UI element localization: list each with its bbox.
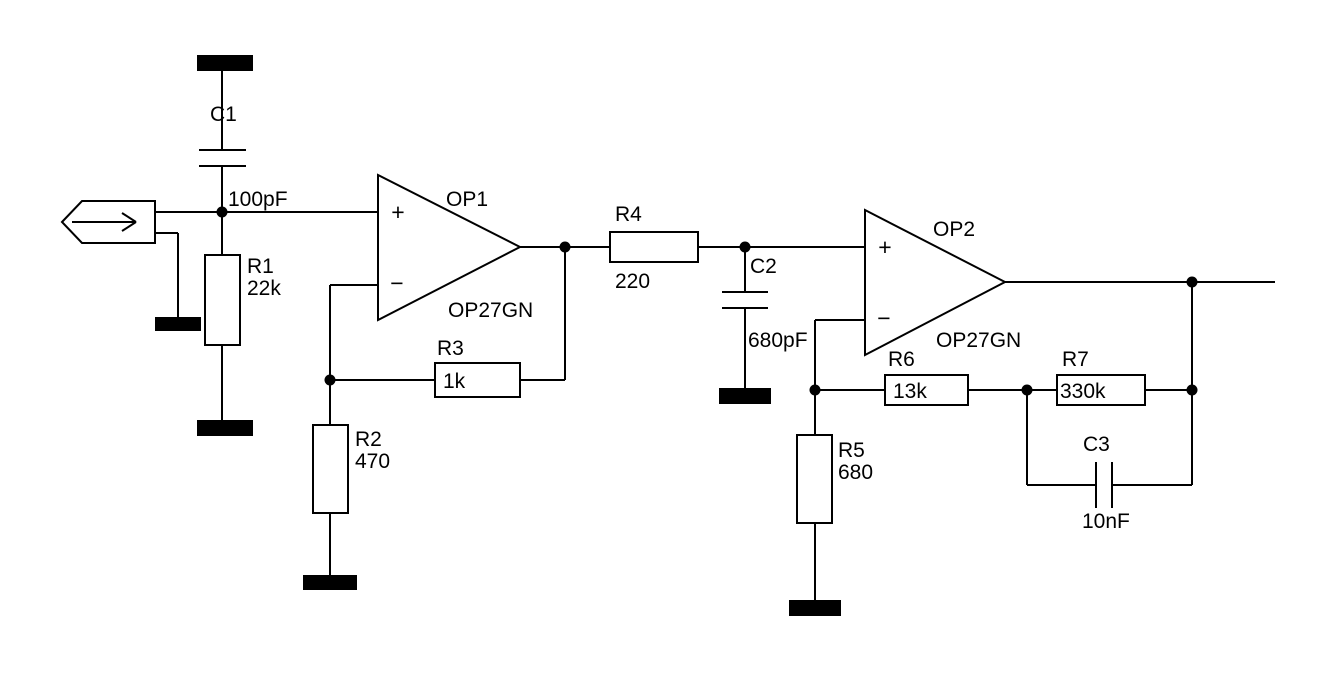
r4-resistor[interactable]: R4 220 (609, 203, 699, 293)
junction-dot (739, 241, 751, 253)
junction-dot (809, 384, 821, 396)
junction-dot (1186, 384, 1198, 396)
ground-symbol[interactable] (303, 575, 357, 590)
opamp-triangle[interactable] (377, 173, 523, 322)
ground-symbol[interactable] (155, 317, 201, 331)
r3-resistor[interactable]: R3 1k (434, 337, 521, 398)
opamp-triangle[interactable] (864, 208, 1008, 357)
r3-label: R3 (437, 337, 464, 360)
r6-label: R6 (888, 348, 915, 371)
op2-opamp[interactable]: + − OP2 OP27GN (864, 208, 1021, 357)
junction-dots (216, 206, 1198, 396)
ground-symbol[interactable] (197, 420, 253, 436)
op1-noninverting-input-marker: + (391, 199, 404, 225)
junction-dot (324, 374, 336, 386)
op1-label: OP1 (446, 188, 488, 211)
resistor-body[interactable] (434, 362, 521, 398)
op2-part: OP27GN (936, 329, 1021, 352)
r6-value: 13k (893, 380, 927, 403)
resistor-body[interactable] (1056, 374, 1146, 406)
c1-capacitor[interactable]: C1 100pF (199, 103, 288, 211)
r4-value: 220 (615, 270, 650, 293)
c2-value: 680pF (748, 329, 808, 352)
r7-label: R7 (1062, 348, 1089, 371)
r3-value: 1k (443, 370, 466, 393)
ground-symbol[interactable] (719, 388, 771, 404)
op2-inverting-input-marker: − (877, 305, 890, 331)
junction-dot (216, 206, 228, 218)
c2-capacitor[interactable]: C2 680pF (722, 255, 808, 352)
input-connector-body[interactable] (60, 200, 156, 244)
resistor-body[interactable] (796, 434, 833, 524)
input-connector[interactable] (60, 200, 156, 244)
arrow-icon (121, 221, 137, 232)
r1-resistor[interactable]: R1 22k (204, 254, 281, 346)
c3-capacitor[interactable]: C3 10nF (1082, 433, 1130, 533)
junction-dot (1021, 384, 1033, 396)
r7-resistor[interactable]: R7 330k (1056, 348, 1146, 406)
c1-label: C1 (210, 103, 237, 126)
r2-value: 470 (355, 450, 390, 473)
r5-value: 680 (838, 461, 873, 484)
r5-label: R5 (838, 439, 865, 462)
resistor-body[interactable] (312, 424, 349, 514)
op2-label: OP2 (933, 218, 975, 241)
ground-symbols (155, 55, 841, 616)
resistor-body[interactable] (884, 374, 969, 406)
op1-inverting-input-marker: − (390, 270, 403, 296)
r7-value: 330k (1060, 380, 1106, 403)
r6-resistor[interactable]: R6 13k (884, 348, 969, 406)
ground-symbol[interactable] (789, 600, 841, 616)
r5-resistor[interactable]: R5 680 (796, 434, 873, 524)
r4-label: R4 (615, 203, 642, 226)
r2-resistor[interactable]: R2 470 (312, 424, 390, 514)
junction-dot (1186, 276, 1198, 288)
op1-opamp[interactable]: + − OP1 OP27GN (377, 173, 533, 322)
op2-noninverting-input-marker: + (878, 234, 891, 260)
r1-label: R1 (247, 255, 274, 278)
ground-symbol[interactable] (197, 55, 253, 71)
c3-label: C3 (1083, 433, 1110, 456)
resistor-body[interactable] (204, 254, 241, 346)
op1-part: OP27GN (448, 299, 533, 322)
r1-value: 22k (247, 277, 281, 300)
arrow-icon (121, 212, 137, 223)
r2-label: R2 (355, 428, 382, 451)
c1-value: 100pF (228, 188, 288, 211)
resistor-body[interactable] (609, 231, 699, 263)
c2-label: C2 (750, 255, 777, 278)
c3-value: 10nF (1082, 510, 1130, 533)
junction-dot (559, 241, 571, 253)
